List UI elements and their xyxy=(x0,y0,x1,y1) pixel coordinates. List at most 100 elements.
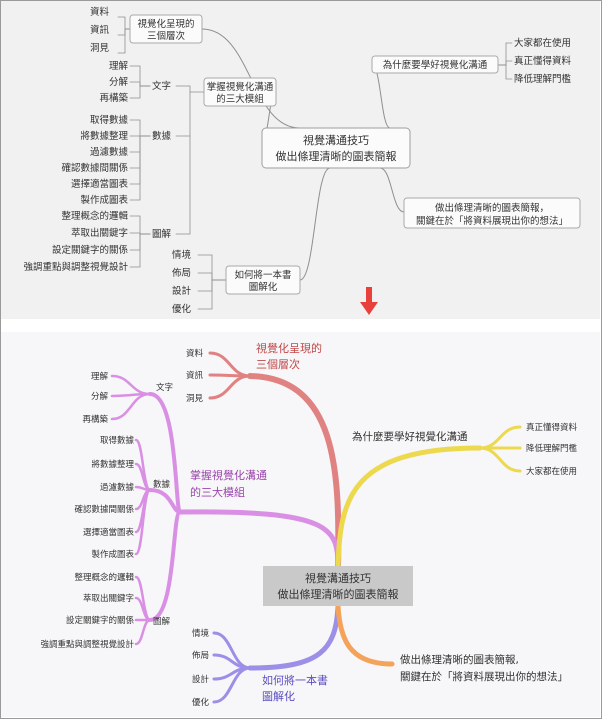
top-text-leaf: 再構築 xyxy=(99,92,128,104)
connector-line xyxy=(129,233,151,268)
top-b1-title-line1: 視覺化呈現的 xyxy=(137,18,194,30)
top-data-leaf: 取得數據 xyxy=(90,114,129,126)
down-arrow-icon xyxy=(360,287,378,315)
bottom-b3-leaf: 佈局 xyxy=(192,650,209,661)
bottom-connectors xyxy=(110,351,522,704)
bottom-b3-branch xyxy=(247,603,341,671)
top-data-leaf: 製作成圖表 xyxy=(80,194,128,206)
top-data-leaf: 確認數據間關係 xyxy=(61,162,128,174)
top-diagram-leaf: 整理概念的邏輯 xyxy=(61,210,128,222)
bottom-b1-leaf: 資訊 xyxy=(186,370,204,381)
top-text-leaf: 分解 xyxy=(109,76,129,88)
bottom-b1-leaf: 資料 xyxy=(186,348,204,359)
top-central-topic-line2: 做出條理清晰的圖表簡報 xyxy=(276,149,397,163)
top-r1-leaf: 降低理解門檻 xyxy=(514,73,572,85)
bottom-data-leaf: 製作成圖表 xyxy=(91,549,134,560)
connector-line xyxy=(197,279,227,310)
top-b3-box xyxy=(225,265,301,295)
bottom-data-leaf-branch xyxy=(134,488,152,556)
bottom-b1-title-line2: 三個層次 xyxy=(256,357,300,371)
bottom-b1-leaf-branch xyxy=(208,351,252,378)
arrow-head xyxy=(360,302,378,315)
bottom-data-label: 數據 xyxy=(153,479,171,490)
connector-line xyxy=(175,91,191,137)
top-diagram-leaf: 萃取出關鍵字 xyxy=(71,227,128,239)
bottom-text-leaf: 再構築 xyxy=(82,414,108,425)
bottom-data-leaf: 選擇適當圖表 xyxy=(83,527,135,538)
top-b3-leaf: 優化 xyxy=(172,303,192,315)
top-b1-leaf: 資訊 xyxy=(90,24,110,36)
top-data-leaf: 選擇適當圖表 xyxy=(71,178,129,190)
bottom-b3-leaf: 情境 xyxy=(192,628,210,639)
connector-line xyxy=(129,135,151,201)
connector-line xyxy=(175,135,191,235)
top-b1-leaf: 洞見 xyxy=(90,43,110,54)
top-b2-title-line1: 掌握視覺化溝通 xyxy=(207,81,274,93)
bottom-data-leaf: 確認數據間關係 xyxy=(74,504,134,515)
top-r1-title: 為什麼要學好視覺化溝通 xyxy=(383,59,488,71)
top-diagram-leaf: 強調重點與調整視覺設計 xyxy=(23,261,128,273)
top-r2-connector xyxy=(379,167,405,213)
bottom-r2-branch xyxy=(335,603,395,667)
connector-line xyxy=(497,42,513,66)
bottom-r1-branch xyxy=(335,445,483,569)
bottom-b2-title-line2: 的三大模組 xyxy=(190,485,245,499)
bottom-b2-title-line1: 掌握視覺化溝通 xyxy=(190,468,267,482)
bottom-b1-leaf: 洞見 xyxy=(186,393,204,404)
top-b2-box xyxy=(203,77,277,107)
top-b1-leaf-connector xyxy=(117,28,131,36)
top-r1-leaf: 大家都在使用 xyxy=(514,37,571,49)
top-r1-connector xyxy=(371,64,391,129)
top-b3-leaf: 設計 xyxy=(172,285,192,297)
bottom-r1-leaf-branch xyxy=(478,425,522,450)
bottom-b3-leaf-branch xyxy=(212,653,252,670)
bottom-diagram-leaf-branch xyxy=(134,618,152,646)
bottom-b2-branch xyxy=(177,509,341,569)
top-data-label: 數據 xyxy=(152,130,172,142)
connector-line xyxy=(129,119,151,137)
top-text-label: 文字 xyxy=(152,80,171,92)
bottom-text-leaf-branch xyxy=(110,374,152,396)
connector-line xyxy=(497,64,513,80)
top-central-topic-box xyxy=(261,127,411,169)
bottom-r1-leaf: 降低理解門檻 xyxy=(526,443,578,454)
bottom-central-topic-line1: 視覺溝通技巧 xyxy=(305,571,371,585)
top-r2-box xyxy=(403,197,581,229)
connector-line xyxy=(175,85,205,93)
top-b3-leaf: 佈局 xyxy=(172,267,191,279)
top-data-leaf: 過濾數據 xyxy=(90,146,129,158)
bottom-b3-leaf: 優化 xyxy=(192,697,210,708)
top-diagram-leaf: 設定關鍵字的關係 xyxy=(52,244,129,256)
connector-line xyxy=(129,81,151,87)
bottom-b1-leaf-branch xyxy=(208,374,252,400)
top-b1-leaf-connector xyxy=(117,16,131,30)
top-b3-connector xyxy=(299,167,331,281)
top-b3-title-line1: 如何將一本書 xyxy=(234,269,291,281)
bottom-diagram-leaf: 強調重點與調整視覺設計 xyxy=(40,639,134,650)
top-r1-box xyxy=(371,55,499,74)
connector-line xyxy=(129,215,151,235)
top-central-topic-line1: 視覺溝通技巧 xyxy=(303,133,369,147)
connector-line xyxy=(129,85,151,99)
bottom-r1-leaf: 大家都在使用 xyxy=(526,466,577,477)
bottom-data-leaf: 過濾數據 xyxy=(100,482,135,493)
bottom-text-leaf-branch xyxy=(110,392,152,421)
connector-line xyxy=(497,60,513,66)
arrow-shaft xyxy=(366,287,372,303)
bottom-b1-title-line1: 視覺化呈現的 xyxy=(256,341,322,355)
top-b3-leaf: 情境 xyxy=(172,249,192,261)
bottom-r1-leaf-branch xyxy=(478,446,522,473)
top-r2-title-line2: 關鍵在於「將資料展現出你的想法」 xyxy=(416,215,568,227)
bottom-diagram-leaf: 設定關鍵字的關係 xyxy=(66,615,135,626)
top-text-leaf: 理解 xyxy=(109,60,129,72)
top-b1-leaf: 資料 xyxy=(90,6,110,18)
bottom-b3-leaf-branch xyxy=(212,666,252,704)
bottom-text-leaf: 分解 xyxy=(91,391,109,402)
bottom-b3-leaf: 設計 xyxy=(192,674,210,685)
top-diagram-label: 圖解 xyxy=(152,228,172,240)
bottom-r2-title-line2: 關鍵在於「將資料展現出你的想法」 xyxy=(400,670,568,683)
top-b3-title-line2: 圖解化 xyxy=(249,281,278,293)
bottom-b1-branch xyxy=(247,373,342,569)
bottom-diagram-leaf: 整理概念的邏輯 xyxy=(74,572,134,583)
